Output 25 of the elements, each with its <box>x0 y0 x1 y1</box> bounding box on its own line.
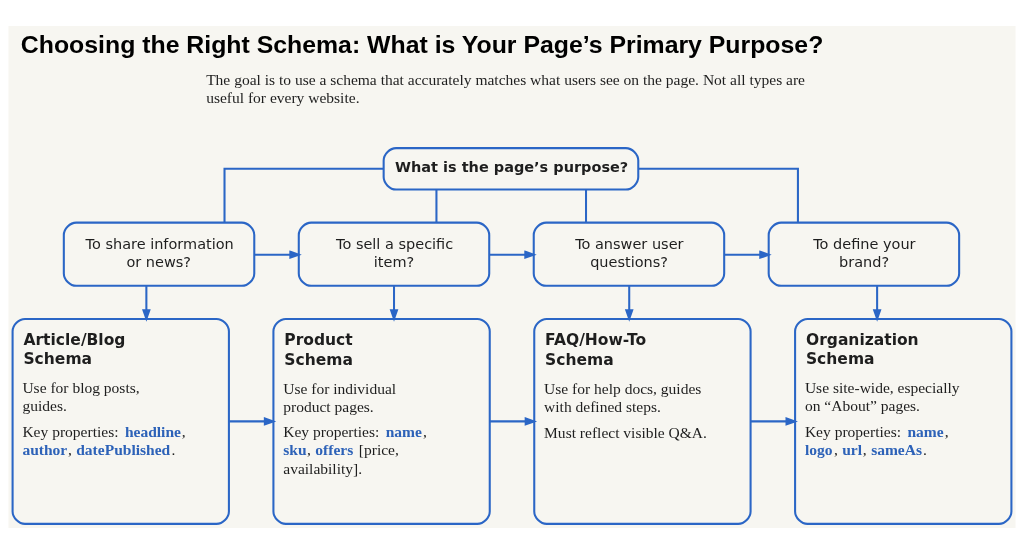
node-box: To share information or news? <box>62 221 256 287</box>
node-box: To sell a specific item? <box>297 221 491 287</box>
arrow <box>750 417 798 426</box>
connector <box>223 167 384 223</box>
arrow <box>872 286 882 322</box>
connector <box>584 189 588 223</box>
node-box: To define your brand? <box>767 221 961 287</box>
node-box: FAQ/How-To Schema Use for help docs, guides with defined steps. Must reflect visible Q&A. <box>533 317 752 525</box>
arrow <box>624 286 634 322</box>
node-box: What is the page’s purpose? <box>382 147 640 191</box>
node-box: To answer user questions? <box>532 221 726 287</box>
connector <box>435 189 438 223</box>
node-box: Article/Blog Schema Use for blog posts, guides. Key properties: headline, author, datePublished. <box>11 317 230 525</box>
diagram-title: Choosing the Right Schema: What is Your Page’s Primary Purpose? <box>20 31 824 59</box>
arrow <box>254 250 302 260</box>
arrow <box>229 417 277 426</box>
arrow <box>142 286 151 322</box>
arrow <box>389 286 399 322</box>
node-box: Organization Schema Use site-wide, especially on “About” pages. Key properties: name, logo, url, sameAs. <box>794 317 1013 525</box>
arrow <box>724 250 772 260</box>
arrow <box>489 417 538 426</box>
node-box: Product Schema Use for individual product pages. Key properties: name, sku, offers [price, availability]. <box>272 317 491 525</box>
connector <box>638 167 799 223</box>
arrow <box>489 250 537 260</box>
label: The goal is to use a schema that accurately matches what users see on the page. Not all types are useful for every website. <box>206 71 805 106</box>
